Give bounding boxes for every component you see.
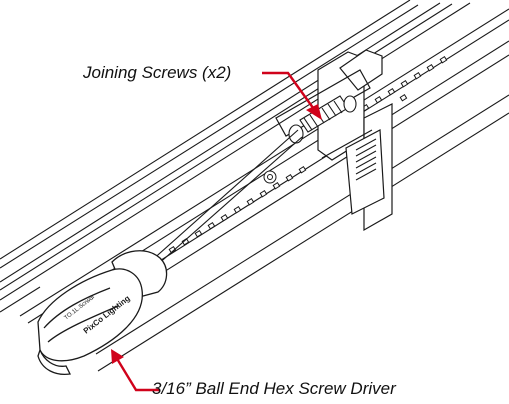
screw-driver-callout-line — [114, 356, 160, 392]
screwdriver-handle — [37, 250, 168, 376]
joining-screws-label: Joining Screws (x2) — [83, 63, 232, 82]
rail-screw — [263, 170, 277, 184]
joining-screws-callout-line — [262, 71, 317, 113]
connector-vent-slots — [355, 138, 377, 181]
screw-driver-label: 3/16” Ball End Hex Screw Driver — [152, 379, 396, 398]
callout-arrows — [111, 71, 322, 392]
driver-shaft — [149, 129, 303, 267]
screw-driver-arrowhead — [111, 349, 124, 364]
joining-screws-arrowhead — [306, 104, 322, 120]
